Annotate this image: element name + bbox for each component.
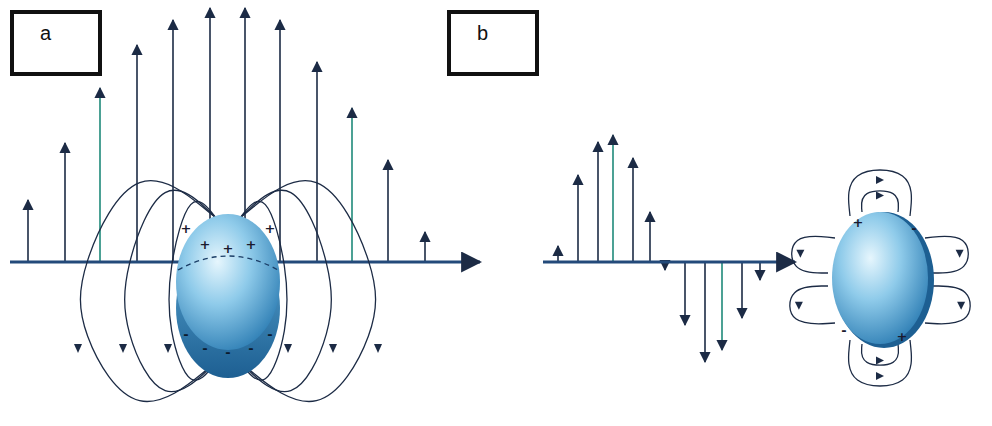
charge-sign: -	[248, 342, 253, 355]
field-arrow	[172, 20, 174, 262]
field-arrow	[741, 262, 743, 318]
field-arrow	[684, 262, 686, 325]
field-arrow	[279, 20, 281, 262]
panel-letter: a	[14, 14, 51, 45]
field-line	[792, 236, 835, 273]
field-direction	[374, 344, 382, 353]
field-direction	[795, 302, 803, 310]
field-direction	[329, 344, 337, 353]
field-arrow	[612, 135, 614, 262]
field-arrow	[649, 212, 651, 262]
charge-sign: +	[200, 238, 211, 251]
field-direction	[876, 192, 884, 200]
charge-sign: -	[225, 346, 230, 359]
field-direction	[956, 250, 964, 258]
charge-sign: -	[911, 222, 916, 235]
field-direction	[119, 344, 127, 353]
charge-sign: +	[223, 242, 234, 255]
field-direction	[284, 344, 292, 353]
charge-sign: -	[841, 324, 846, 337]
field-direction	[796, 250, 804, 258]
field-arrow	[704, 262, 706, 362]
panel-letter-box: a	[10, 10, 102, 76]
charge-sign: -	[202, 342, 207, 355]
field-arrow	[759, 262, 761, 280]
panel-letter: b	[451, 14, 488, 45]
charge-sign: +	[265, 222, 276, 235]
field-arrow	[632, 158, 634, 262]
field-direction	[957, 302, 965, 310]
charge-sign: +	[246, 238, 257, 251]
field-direction	[876, 176, 884, 184]
field-arrow	[99, 88, 101, 262]
field-arrow	[351, 108, 353, 262]
panel-letter-box: b	[447, 10, 539, 76]
field-direction	[876, 372, 884, 380]
field-arrow	[387, 160, 389, 262]
field-arrow	[27, 200, 29, 262]
nanoparticle	[176, 214, 280, 350]
field-line	[861, 191, 898, 212]
field-direction	[876, 357, 884, 365]
field-arrow	[721, 262, 723, 350]
field-arrow	[64, 143, 66, 262]
propagation-axis	[543, 261, 795, 264]
field-arrow	[424, 232, 426, 262]
field-line	[790, 286, 835, 324]
nanoparticle	[832, 212, 928, 344]
field-direction	[74, 344, 82, 353]
original-surface	[178, 256, 278, 270]
charge-sign: +	[181, 222, 192, 235]
field-arrow	[557, 246, 559, 262]
field-arrow	[136, 45, 138, 262]
field-line	[849, 170, 912, 216]
charge-sign: -	[267, 328, 272, 341]
field-arrow	[597, 142, 599, 262]
field-direction	[164, 344, 172, 353]
charge-sign: +	[897, 330, 908, 343]
charge-sign: -	[183, 328, 188, 341]
charge-sign: +	[853, 216, 864, 229]
field-arrow	[577, 175, 579, 262]
